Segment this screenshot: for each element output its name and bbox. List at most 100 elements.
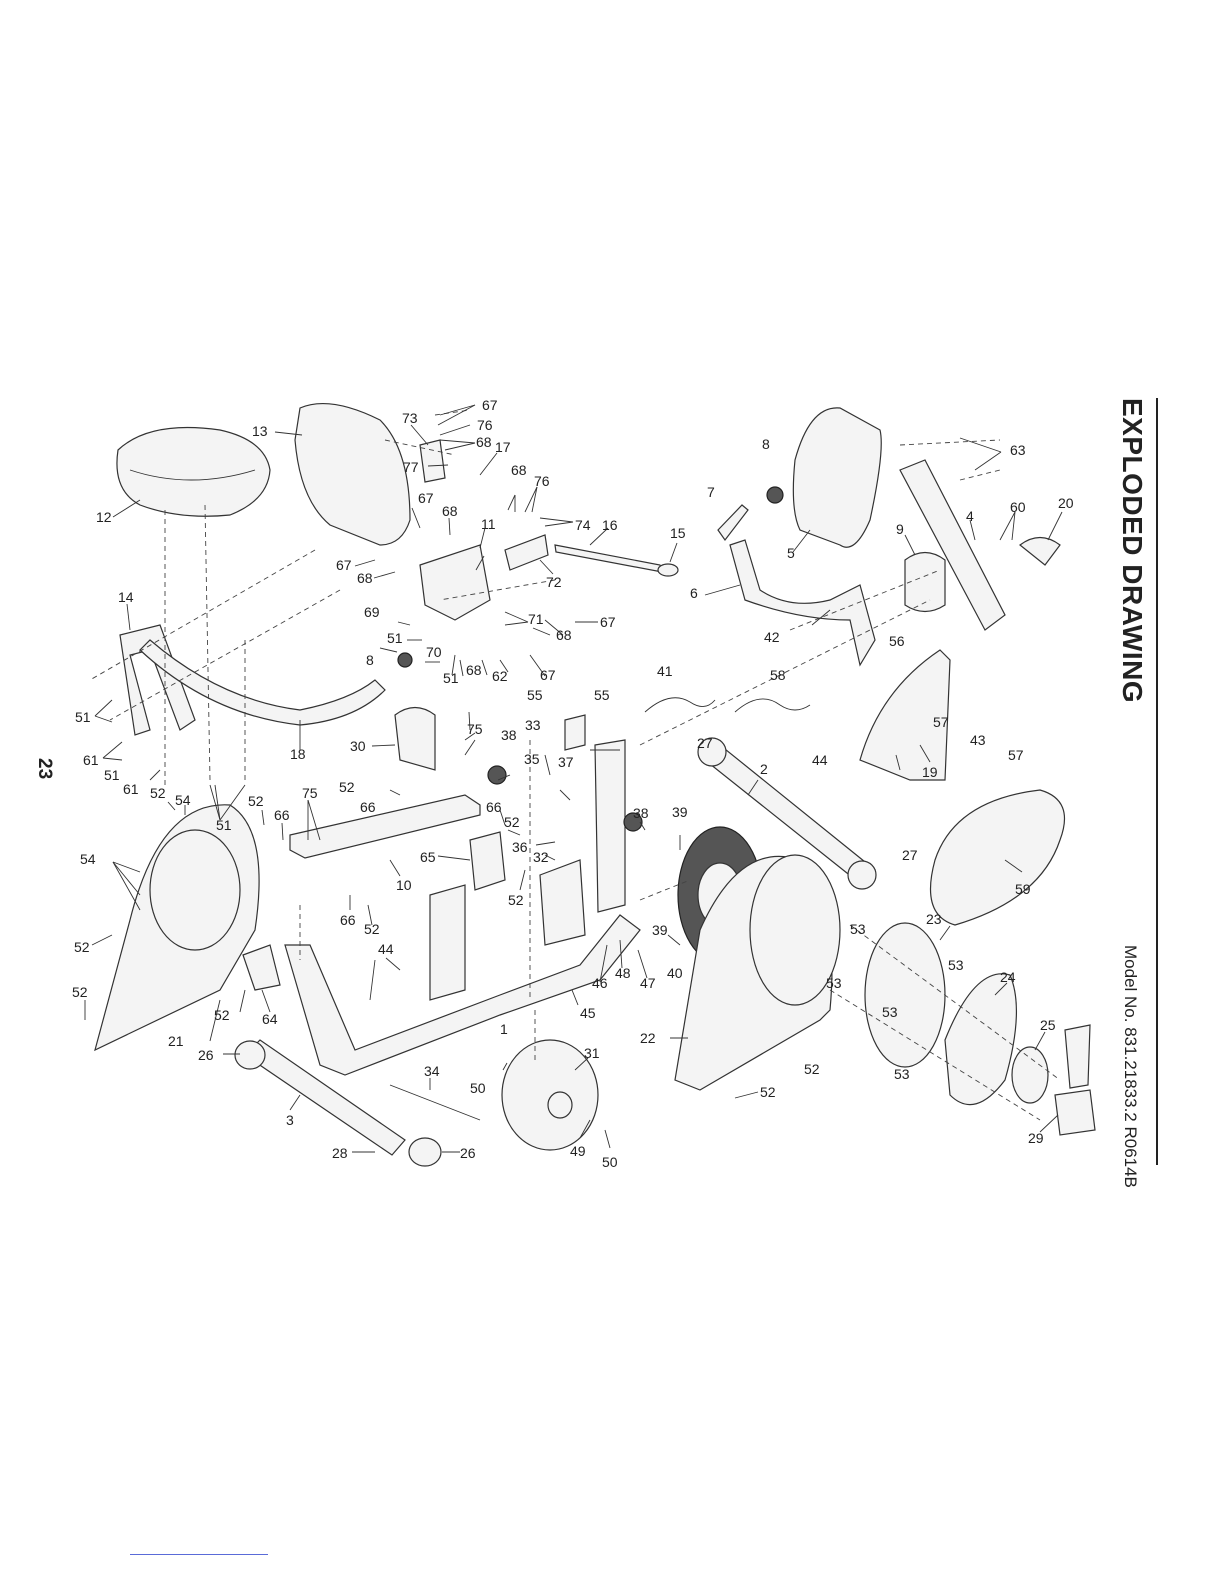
drive-belt-part — [929, 789, 1066, 926]
callout-1: 1 — [500, 1021, 508, 1037]
callout-67: 67 — [540, 667, 556, 683]
callout-53: 53 — [948, 957, 964, 973]
callout-53: 53 — [894, 1066, 910, 1082]
callout-52: 52 — [72, 984, 88, 1000]
callout-75: 75 — [467, 721, 483, 737]
callout-18: 18 — [290, 746, 306, 762]
shield-ring-part — [864, 922, 946, 1068]
callout-51: 51 — [216, 817, 232, 833]
callout-44: 44 — [812, 752, 828, 768]
callout-23: 23 — [926, 911, 942, 927]
callout-54: 54 — [175, 792, 191, 808]
seat-bracket-part — [419, 544, 491, 621]
callout-56: 56 — [889, 633, 905, 649]
bottle-holder-part — [904, 551, 946, 613]
leader-lines — [84, 404, 1063, 1153]
callout-9: 9 — [896, 521, 904, 537]
callout-26: 26 — [460, 1145, 476, 1161]
sensor-bracket-part — [564, 714, 586, 751]
callout-52: 52 — [760, 1084, 776, 1100]
callout-52: 52 — [248, 793, 264, 809]
callout-64: 64 — [262, 1011, 278, 1027]
callout-14: 14 — [118, 589, 134, 605]
callout-67: 67 — [482, 397, 498, 413]
callout-51: 51 — [75, 709, 91, 725]
clip-part — [1019, 536, 1061, 566]
callout-63: 63 — [1010, 442, 1026, 458]
console-part — [792, 407, 882, 548]
callout-32: 32 — [533, 849, 549, 865]
wire-harness-part — [644, 697, 716, 713]
upright-post-part — [594, 739, 626, 913]
rear-cap-part — [242, 944, 281, 991]
callout-52: 52 — [508, 892, 524, 908]
callout-49: 49 — [570, 1143, 586, 1159]
callout-11: 11 — [481, 516, 496, 532]
callout-31: 31 — [584, 1045, 600, 1061]
callout-72: 72 — [546, 574, 562, 590]
callout-8: 8 — [762, 436, 770, 452]
bearing-part — [487, 765, 507, 785]
callout-68: 68 — [556, 627, 572, 643]
callout-52: 52 — [74, 939, 90, 955]
callout-3: 3 — [286, 1112, 294, 1128]
callout-37: 37 — [558, 754, 574, 770]
shield-disc-part — [944, 973, 1018, 1106]
callout-58: 58 — [770, 667, 786, 683]
callout-8: 8 — [366, 652, 374, 668]
callout-42: 42 — [764, 629, 780, 645]
callout-66: 66 — [340, 912, 356, 928]
rear-end-cap-part — [234, 1040, 266, 1070]
callout-53: 53 — [850, 921, 866, 937]
callout-41: 41 — [657, 663, 673, 679]
callout-17: 17 — [495, 439, 511, 455]
cap-part — [766, 486, 784, 504]
callout-74: 74 — [575, 517, 591, 533]
callout-15: 15 — [670, 525, 686, 541]
callout-12: 12 — [96, 509, 112, 525]
heading-rule — [1156, 398, 1158, 1165]
callout-69: 69 — [364, 604, 380, 620]
footer-link-underline[interactable] — [130, 1554, 268, 1555]
callout-38: 38 — [501, 727, 517, 743]
console-mast-part — [899, 459, 1006, 631]
callout-29: 29 — [1028, 1130, 1044, 1146]
callout-27: 27 — [902, 847, 918, 863]
callout-61: 61 — [83, 752, 99, 768]
callout-54: 54 — [80, 851, 96, 867]
callout-21: 21 — [168, 1033, 184, 1049]
grip-part — [717, 504, 749, 542]
callout-77: 77 — [403, 459, 419, 475]
seat-frame-part — [289, 794, 481, 859]
callout-52: 52 — [214, 1007, 230, 1023]
callout-36: 36 — [512, 839, 528, 855]
parts — [94, 403, 1096, 1167]
front-cover-part — [859, 649, 951, 781]
tension-cable-part — [389, 1084, 481, 1121]
seat-part — [116, 426, 271, 517]
callout-43: 43 — [970, 732, 986, 748]
callout-46: 46 — [592, 975, 608, 991]
callout-68: 68 — [357, 570, 373, 586]
adjust-rod-part — [554, 544, 663, 573]
callout-48: 48 — [615, 965, 631, 981]
callout-68: 68 — [511, 462, 527, 478]
callout-2: 2 — [760, 761, 768, 777]
callout-75: 75 — [302, 785, 318, 801]
callout-67: 67 — [600, 614, 616, 630]
callout-76: 76 — [534, 473, 550, 489]
callout-65: 65 — [420, 849, 436, 865]
callout-39: 39 — [652, 922, 668, 938]
callout-47: 47 — [640, 975, 656, 991]
callout-61: 61 — [123, 781, 139, 797]
seat-rail-part — [139, 639, 386, 726]
front-end-cap-part — [697, 737, 727, 767]
callout-66: 66 — [274, 807, 290, 823]
callout-45: 45 — [580, 1005, 596, 1021]
callout-10: 10 — [396, 877, 412, 893]
callout-13: 13 — [252, 423, 268, 439]
callout-20: 20 — [1058, 495, 1074, 511]
callout-33: 33 — [525, 717, 541, 733]
callout-51: 51 — [104, 767, 120, 783]
callout-68: 68 — [476, 434, 492, 450]
